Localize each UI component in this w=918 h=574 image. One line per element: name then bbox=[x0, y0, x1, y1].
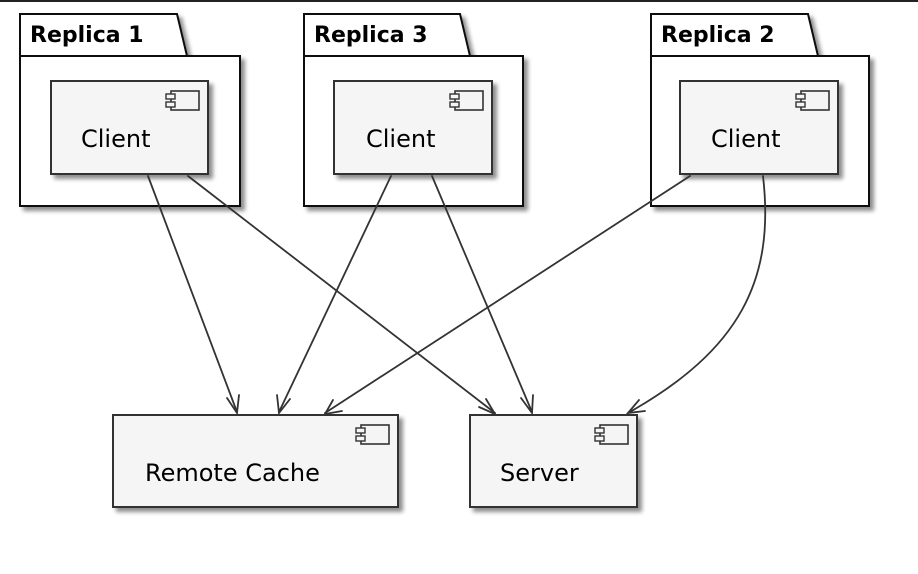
remote-cache-label: Remote Cache bbox=[145, 459, 320, 487]
package-title: Replica 1 bbox=[30, 23, 144, 48]
component-icon bbox=[165, 90, 200, 111]
component-client-2 bbox=[679, 80, 839, 175]
edge-client-3-remote-cache bbox=[276, 175, 392, 416]
client-label: Client bbox=[711, 125, 780, 153]
component-icon bbox=[449, 90, 484, 111]
edge-client-2-remote-cache bbox=[323, 175, 691, 416]
client-label: Client bbox=[366, 125, 435, 153]
component-client-3 bbox=[333, 80, 493, 175]
client-label: Client bbox=[81, 125, 150, 153]
edge-client-2-server bbox=[625, 175, 767, 415]
component-icon bbox=[355, 424, 390, 445]
package-title: Replica 3 bbox=[314, 23, 428, 48]
component-icon bbox=[594, 424, 629, 445]
edge-client-1-server bbox=[187, 175, 498, 416]
component-server bbox=[469, 414, 638, 508]
component-remote-cache bbox=[112, 414, 399, 508]
component-client-1 bbox=[50, 80, 209, 175]
package-title: Replica 2 bbox=[661, 23, 775, 48]
server-label: Server bbox=[500, 459, 579, 487]
edge-client-1-remote-cache bbox=[147, 175, 240, 416]
edge-client-3-server bbox=[431, 175, 534, 416]
component-icon bbox=[795, 90, 830, 111]
edges bbox=[147, 175, 767, 416]
